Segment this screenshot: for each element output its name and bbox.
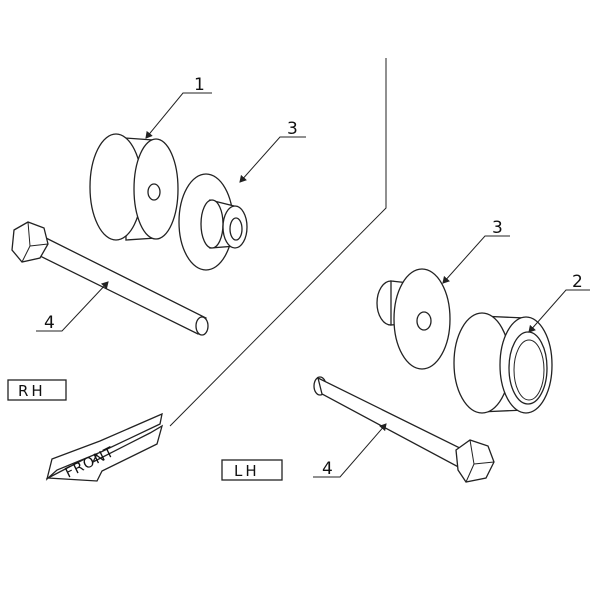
divider-line [169,58,387,427]
part-4-rh-bolt [11,221,209,336]
part-1-bushing [89,133,179,241]
part-3-rh-collar [178,173,248,271]
leader-2 [528,289,590,333]
callout-4-rh: 4 [44,313,55,333]
leader-3-rh [239,136,306,183]
leader-1 [145,92,212,139]
callout-1: 1 [194,75,205,95]
svg-text:RH: RH [18,382,46,400]
leader-4-lh [313,423,387,478]
leader-3-lh [442,235,510,284]
side-label-lh: LH [221,459,283,481]
svg-text:LH: LH [234,462,260,480]
front-arrow: FRONT [45,412,164,482]
leader-4-rh [36,281,109,332]
callout-2: 2 [572,272,583,292]
part-4-lh-bolt [313,376,495,483]
part-3-lh-collar [376,268,451,370]
callout-3-lh: 3 [492,218,503,238]
callout-3-rh: 3 [287,119,298,139]
side-label-rh: RH [7,379,67,401]
callout-4-lh: 4 [322,459,333,479]
part-2-bushing [453,312,553,414]
